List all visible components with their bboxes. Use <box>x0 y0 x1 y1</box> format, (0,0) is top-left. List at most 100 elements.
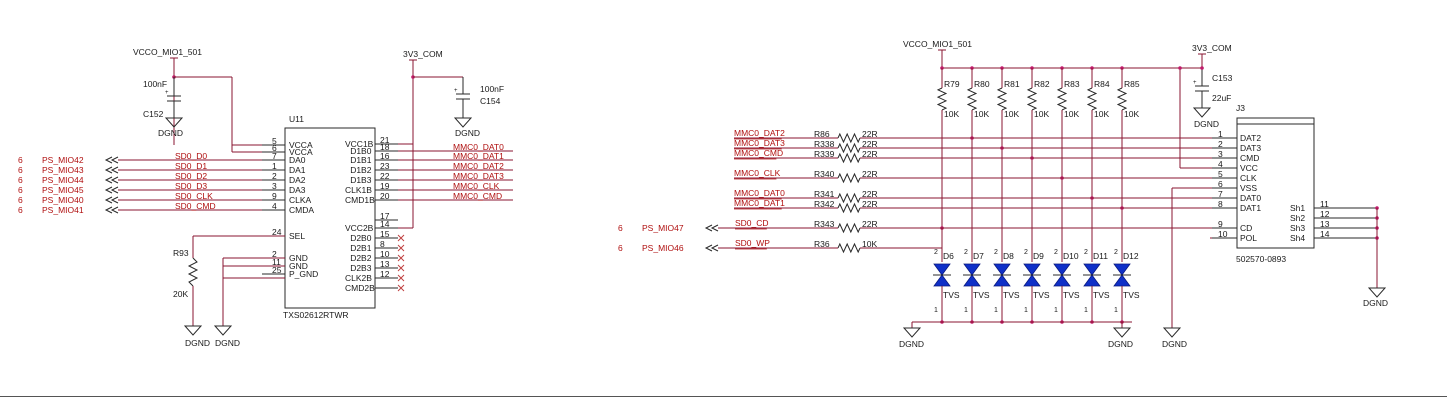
j3-left-pin-name: CLK <box>1240 173 1257 183</box>
u11-left-pin-name: DA1 <box>289 165 306 175</box>
series-resistor-body <box>837 202 861 214</box>
u11-left-pin-num: 3 <box>272 181 277 191</box>
c153-value: 22uF <box>1212 93 1231 103</box>
vcco-rail-label-right: VCCO_MIO1_501 <box>903 39 972 49</box>
tvs-gnd-label-left: DGND <box>899 339 924 349</box>
sd-port-arrow-b <box>710 224 719 232</box>
tvs-label: TVS <box>1033 290 1050 300</box>
u11-left-pin-num: 7 <box>272 151 277 161</box>
pullup-value: 10K <box>1064 109 1079 119</box>
u11-right-pin-name: D1B2 <box>350 165 372 175</box>
j3-left-pin-num: 9 <box>1218 219 1223 229</box>
u11-right-pin-num: 22 <box>380 171 390 181</box>
c153-gnd-label: DGND <box>1194 119 1219 129</box>
u11-left-pin-num: 24 <box>272 227 282 237</box>
input-net-label: SD0_D3 <box>175 181 207 191</box>
j3-left-pin-num: 10 <box>1218 229 1228 239</box>
u11-left-pin-name: DA2 <box>289 175 306 185</box>
no-connect-mark <box>397 264 405 272</box>
u11-right-pin-num: 8 <box>380 239 385 249</box>
tvs-diode-top <box>963 263 981 276</box>
u11-left-pin-name: DA0 <box>289 155 306 165</box>
no-connect-mark <box>397 244 405 252</box>
u11-gnd-label: DGND <box>215 338 240 348</box>
series-resistor-body <box>837 142 861 154</box>
sd-sheet-ref: 6 <box>618 243 623 253</box>
tvs-diode-bottom <box>963 274 981 287</box>
j3-left-pin-name: DAT3 <box>1240 143 1261 153</box>
j3-ref: J3 <box>1236 103 1245 113</box>
u11-part: TXS02612RTWR <box>283 310 349 320</box>
series-ref: R36 <box>814 239 830 249</box>
page-divider <box>0 396 1447 397</box>
sd-port-arrow-a <box>704 244 713 252</box>
tvs-diode-top <box>1083 263 1101 276</box>
j3-left-pin-name: POL <box>1240 233 1257 243</box>
input-port-arrow-a <box>104 176 113 184</box>
tvs-ref: D8 <box>1003 251 1014 261</box>
output-net-label: MMC0_CMD <box>453 191 502 201</box>
shield-gnd-label: DGND <box>1363 298 1388 308</box>
vcco-rail-label-left: VCCO_MIO1_501 <box>133 47 202 57</box>
j3-vss-gnd-label: DGND <box>1162 339 1187 349</box>
series-ref: R338 <box>814 139 835 149</box>
input-net-label: SD0_D2 <box>175 171 207 181</box>
u11-left-pin-num: 2 <box>272 171 277 181</box>
input-sheet-ref: 6 <box>18 165 23 175</box>
u11-left-pin-name: P_GND <box>289 269 318 279</box>
u11-section: VCCO_MIO1_501 100nF + C152 DGND 3V3_COM <box>18 47 513 348</box>
pullup-value: 10K <box>1034 109 1049 119</box>
series-net-label: MMC0_DAT1 <box>734 198 785 208</box>
j3-left-pin-name: CMD <box>1240 153 1259 163</box>
tvs-diode-top <box>933 263 951 276</box>
tvs-diode-top <box>1023 263 1041 276</box>
pullup-ref: R83 <box>1064 79 1080 89</box>
pullup-ref: R82 <box>1034 79 1050 89</box>
c152-gnd-label: DGND <box>158 128 183 138</box>
sd-port-name: PS_MIO46 <box>642 243 684 253</box>
input-sheet-ref: 6 <box>18 185 23 195</box>
j3-right-pin-num: 11 <box>1320 199 1329 209</box>
input-port-name: PS_MIO45 <box>42 185 84 195</box>
u11-left-pin-num: 2 <box>272 249 277 259</box>
u11-left-pin-name: SEL <box>289 231 305 241</box>
j3-left-pin-num: 3 <box>1218 149 1223 159</box>
sd-net-label: SD0_CD <box>735 218 769 228</box>
tvs-pin-a: 2 <box>1024 249 1028 256</box>
series-ref: R340 <box>814 169 835 179</box>
j3-left-pin-num: 6 <box>1218 179 1223 189</box>
u11-right-pin-name: CMD2B <box>345 283 375 293</box>
pullup-ref: R85 <box>1124 79 1140 89</box>
series-net-label: MMC0_DAT3 <box>734 138 785 148</box>
tvs-pin-b: 1 <box>964 307 968 314</box>
u11-right-pin-name: CLK1B <box>345 185 372 195</box>
u11-left-pin-num: 9 <box>272 191 277 201</box>
u11-right-pin-name: CLK2B <box>345 273 372 283</box>
series-resistor-body <box>837 172 861 184</box>
series-ref: R341 <box>814 189 835 199</box>
j3-right-pin-name: Sh3 <box>1290 223 1305 233</box>
tvs-ref: D6 <box>943 251 954 261</box>
c152-value: 100nF <box>143 79 167 89</box>
series-resistor-body <box>837 242 861 254</box>
series-net-label: MMC0_CLK <box>734 168 781 178</box>
u11-right-pin-num: 10 <box>380 249 390 259</box>
tvs-diode-top <box>1113 263 1131 276</box>
u11-right-pin-num: 20 <box>380 191 390 201</box>
tvs-pin-b: 1 <box>1114 307 1118 314</box>
input-net-label: SD0_CMD <box>175 201 216 211</box>
j3-left-pin-num: 1 <box>1218 129 1223 139</box>
series-net-label: MMC0_DAT0 <box>734 188 785 198</box>
u11-left-pin-name: CMDA <box>289 205 314 215</box>
u11-right-pin-num: 21 <box>380 135 390 145</box>
j3-left-pin-num: 2 <box>1218 139 1223 149</box>
tvs-label: TVS <box>1063 290 1080 300</box>
c154-gnd-label: DGND <box>455 128 480 138</box>
capacitor-c152: 100nF + C152 DGND <box>143 77 184 138</box>
tvs-ref: D9 <box>1033 251 1044 261</box>
svg-text:+: + <box>1193 80 1197 86</box>
tvs-pin-a: 2 <box>934 249 938 256</box>
